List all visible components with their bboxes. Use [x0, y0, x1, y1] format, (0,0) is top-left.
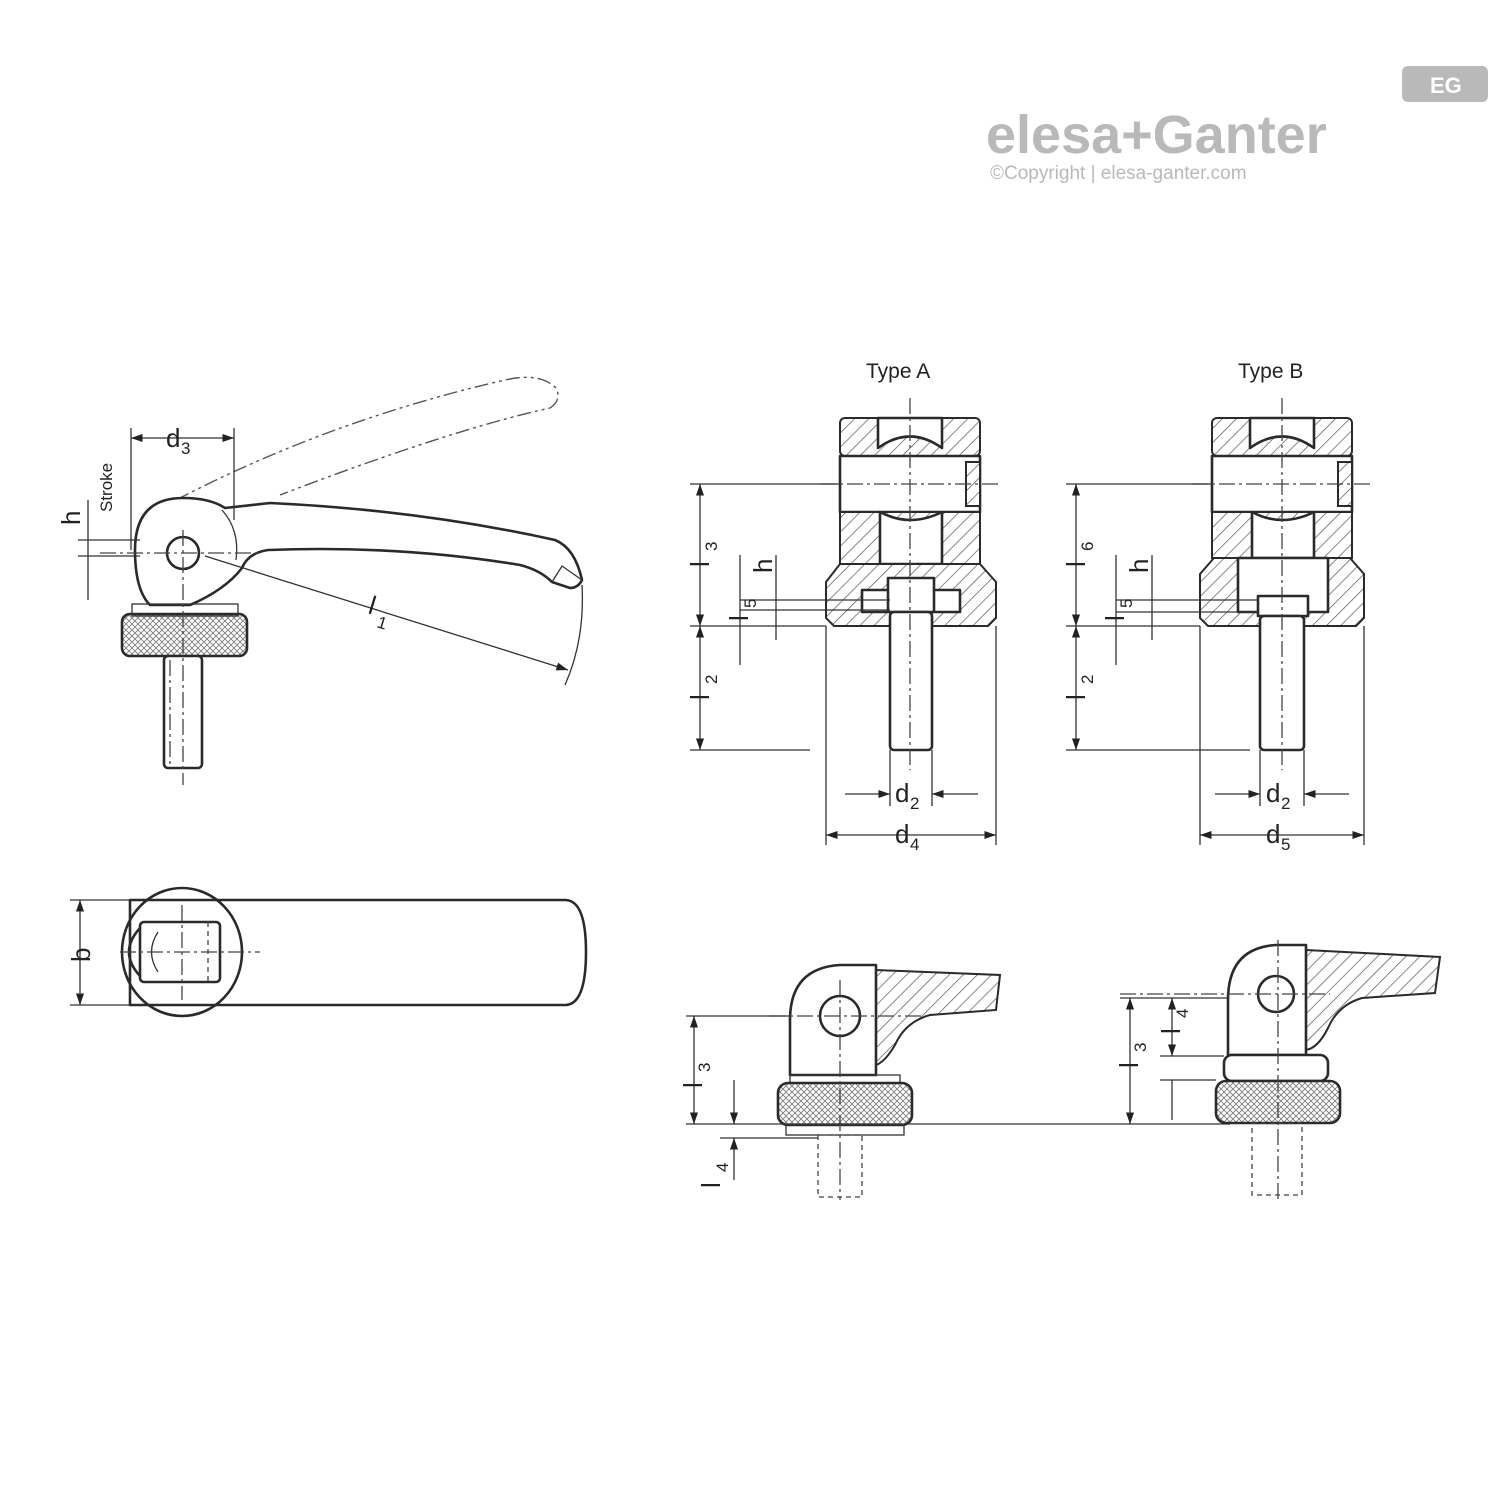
- cam-edge: [221, 509, 238, 561]
- type-a-dim-l3: l: [685, 561, 715, 567]
- type-b-dim-l5: l: [1100, 615, 1130, 621]
- type-b-dim-d5: d: [1266, 819, 1280, 849]
- clamp-a-dim-l3-sub: 3: [695, 1063, 714, 1072]
- brand-name: elesa+Ganter: [986, 105, 1327, 165]
- type-b-dim-l2: l: [1061, 694, 1091, 700]
- l1-arc: [564, 584, 584, 686]
- type-a-dim-l5: l: [724, 615, 754, 621]
- clamp-b-nut-collar: [1222, 1053, 1330, 1083]
- clamp-view-a: l 3 l 4: [678, 963, 1230, 1200]
- washer-side: [131, 603, 239, 617]
- clamp-a-knurled-nut: [776, 1081, 914, 1127]
- eg-badge: [1402, 66, 1488, 102]
- type-b-dim-l6: l: [1061, 561, 1091, 567]
- top-view-lever: b: [66, 886, 588, 1018]
- clamp-b-dim-l4-sub: 4: [1173, 1009, 1192, 1018]
- type-a-lower-cavity: [878, 510, 944, 566]
- clamp-a-nut-base: [785, 1124, 905, 1136]
- type-a-stud-head: [886, 576, 936, 614]
- clamp-b-stud: [1251, 1122, 1303, 1196]
- type-a-section: Type A l 3 h l 5 l 2: [685, 360, 1000, 854]
- lever-open-position-outline: [175, 376, 559, 501]
- type-b-dim-l5-sub: 5: [1117, 599, 1136, 608]
- dim-d3-label: d: [166, 423, 180, 453]
- type-b-dim-l2-sub: 2: [1078, 675, 1097, 684]
- clamp-b-dim-l3-sub: 3: [1131, 1043, 1150, 1052]
- type-a-dim-l5-sub: 5: [741, 599, 760, 608]
- dim-h-label: h: [56, 511, 86, 525]
- type-b-dim-h: h: [1124, 559, 1154, 573]
- type-a-dim-h: h: [748, 559, 778, 573]
- clamp-a-dim-l4-sub: 4: [713, 1163, 732, 1172]
- type-b-dim-l6-sub: 6: [1078, 542, 1097, 551]
- type-b-section: Type B l 6 h l 5 l 2: [1061, 360, 1372, 854]
- knurled-nut-side: [120, 612, 249, 658]
- lever-top-outline: [128, 898, 588, 1007]
- clamp-view-b: l 3 l 4: [1114, 940, 1442, 1200]
- clamp-a-cam-body: [788, 963, 878, 1077]
- clamp-a-dim-l3: l: [678, 1082, 708, 1088]
- clamp-b-lever-section: [1305, 948, 1442, 1052]
- dim-l1-sub: 1: [375, 613, 390, 634]
- type-b-lower-cavity: [1250, 510, 1316, 560]
- eg-badge-text: EG: [1430, 73, 1462, 98]
- dim-l1-label: l: [365, 590, 379, 620]
- lever-tip-detail: [551, 565, 583, 583]
- type-b-dim-d5-sub: 5: [1281, 835, 1290, 854]
- clamp-a-dim-l4: l: [696, 1182, 726, 1188]
- clamp-b-dim-l3: l: [1114, 1062, 1144, 1068]
- type-a-header: Type A: [866, 360, 930, 383]
- type-b-dim-d2: d: [1266, 778, 1280, 808]
- type-a-dim-l2-sub: 2: [702, 675, 721, 684]
- clamp-a-lever-section: [875, 968, 1002, 1067]
- type-b-dim-d2-sub: 2: [1281, 794, 1290, 813]
- type-b-header: Type B: [1238, 360, 1303, 383]
- type-a-dim-d2: d: [895, 778, 909, 808]
- type-a-dim-l2: l: [685, 694, 715, 700]
- type-b-stud-head: [1256, 594, 1310, 618]
- dim-d3-sub: 3: [181, 439, 190, 458]
- type-a-dim-l3-sub: 3: [702, 542, 721, 551]
- l1-dim-line: [204, 555, 569, 671]
- side-view-lever: d 3 Stroke h l 1: [56, 376, 584, 785]
- brand-logo: EG elesa+Ganter ©Copyright | elesa-gante…: [986, 66, 1488, 184]
- type-a-dim-d2-sub: 2: [910, 794, 919, 813]
- type-a-stud: [888, 610, 934, 752]
- type-a-dim-d4-sub: 4: [910, 835, 919, 854]
- dim-b-label: b: [66, 948, 96, 962]
- clamp-b-dim-l4: l: [1156, 1028, 1186, 1034]
- lever-arm: [133, 496, 584, 607]
- type-a-dim-d4: d: [895, 819, 909, 849]
- stroke-label: Stroke: [97, 463, 116, 512]
- copyright-line: ©Copyright | elesa-ganter.com: [990, 163, 1247, 184]
